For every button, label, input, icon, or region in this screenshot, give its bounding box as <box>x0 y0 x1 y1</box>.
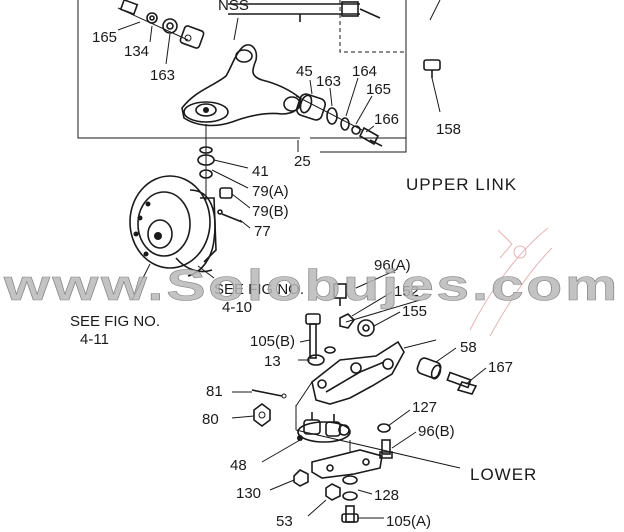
lower-bushing-bolt <box>416 357 478 395</box>
upper-left-hardware <box>117 0 205 49</box>
label-41: 41 <box>252 163 269 180</box>
label-165a: 165 <box>92 29 117 46</box>
lower-right-bolt <box>377 423 393 459</box>
label-96a: 96(A) <box>374 257 411 274</box>
label-77: 77 <box>254 223 271 240</box>
leader-lines <box>117 21 487 519</box>
faint-stamp <box>469 227 553 337</box>
label-79a: 79(A) <box>252 183 289 200</box>
label-166: 166 <box>374 111 399 128</box>
label-58: 58 <box>460 339 477 356</box>
lower-assembly-frame <box>295 405 461 469</box>
lower-washers-upper <box>333 283 421 337</box>
steering-knuckle-hub <box>129 175 217 301</box>
label-165b: 165 <box>366 81 391 98</box>
label-134: 134 <box>124 43 149 60</box>
label-13: 13 <box>264 353 281 370</box>
ref-fig-4-11-line2: 4-11 <box>80 331 109 348</box>
label-158: 158 <box>436 121 461 138</box>
label-164: 164 <box>352 63 377 80</box>
label-163b: 163 <box>316 73 341 90</box>
part-labels: NSS 165 134 163 45 163 164 165 166 158 2… <box>70 0 537 530</box>
label-nss: NSS <box>218 0 249 14</box>
pin-and-nut-left <box>251 389 287 427</box>
ref-fig-4-11-line1: SEE FIG NO. <box>70 313 160 330</box>
label-25: 25 <box>294 153 311 170</box>
lower-bracket-plate <box>311 440 383 479</box>
label-48: 48 <box>230 457 247 474</box>
label-155: 155 <box>402 303 427 320</box>
label-96b: 96(B) <box>418 423 455 440</box>
upper-assembly-frame <box>77 0 441 153</box>
bolt-158 <box>423 59 441 113</box>
upper-shaft <box>228 1 381 22</box>
label-81: 81 <box>206 383 223 400</box>
label-79b: 79(B) <box>252 203 289 220</box>
ref-fig-4-10-line2: 4-10 <box>222 299 252 316</box>
lower-bottom-hardware <box>293 469 359 523</box>
upper-ball-joint-stack <box>197 124 243 223</box>
label-105a: 105(A) <box>386 513 431 530</box>
label-80: 80 <box>202 411 219 428</box>
lower-control-arm <box>295 339 437 407</box>
label-53: 53 <box>276 513 293 530</box>
label-152: 152 <box>394 283 419 300</box>
label-45: 45 <box>296 63 313 80</box>
label-130: 130 <box>236 485 261 502</box>
label-105b: 105(B) <box>250 333 295 350</box>
bolt-105b <box>305 313 336 366</box>
section-title-lower: LOWER <box>470 465 537 484</box>
ref-fig-4-10-line1: SEE FIG NO. <box>214 281 304 298</box>
upper-right-hardware <box>295 93 383 147</box>
label-127: 127 <box>412 399 437 416</box>
watermark-text: www.Solobujes.com <box>3 261 620 310</box>
label-128: 128 <box>374 487 399 504</box>
label-167: 167 <box>488 359 513 376</box>
upper-control-arm <box>181 17 302 127</box>
label-163a: 163 <box>150 67 175 84</box>
section-title-upper: UPPER LINK <box>406 175 517 194</box>
lower-ball-joint <box>297 412 351 443</box>
